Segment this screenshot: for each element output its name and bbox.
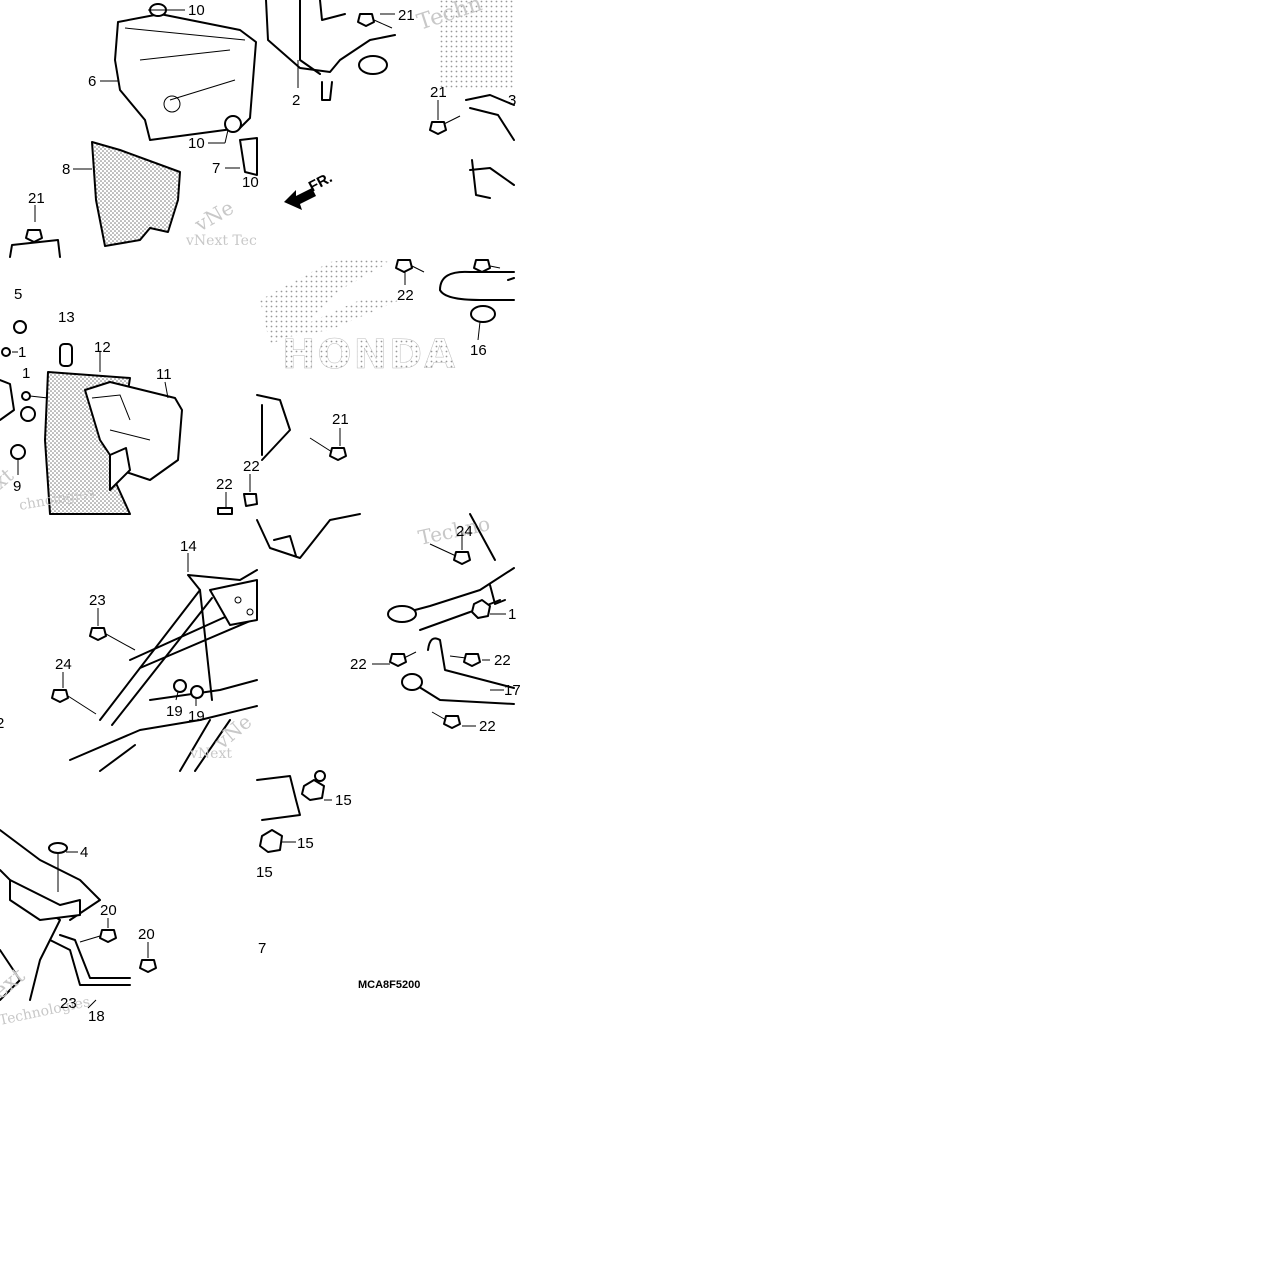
nut-10 bbox=[20, 406, 36, 422]
bolt-21-tile1 bbox=[25, 205, 43, 243]
callout-label: 14 bbox=[180, 538, 197, 555]
callout-label: 7 bbox=[258, 940, 266, 957]
callout-label: 21 bbox=[430, 84, 447, 101]
collar-19b bbox=[190, 685, 204, 699]
callout-label: 22 bbox=[350, 656, 367, 673]
bolt-23 bbox=[89, 627, 136, 651]
bolt-21-right bbox=[429, 115, 461, 135]
callout-label: 2 bbox=[292, 92, 300, 109]
bolt-22-rear-a bbox=[389, 651, 417, 667]
bolt-24-rear bbox=[429, 543, 471, 565]
callout-label: 22 bbox=[397, 287, 414, 304]
grommet-13 bbox=[59, 343, 73, 367]
callout-label: 20 bbox=[100, 902, 117, 919]
bolt-20b bbox=[139, 959, 157, 973]
callout-label: 23 bbox=[89, 592, 106, 609]
callout-label: 9 bbox=[13, 478, 21, 495]
callout-label: 15 bbox=[297, 835, 314, 852]
callout-label: 19 bbox=[188, 708, 205, 725]
callout-label: 1 bbox=[18, 344, 26, 361]
callout-label: 2 bbox=[0, 715, 4, 732]
callout-label: 12 bbox=[94, 339, 111, 356]
callout-label: 15 bbox=[335, 792, 352, 809]
callout-label: 21 bbox=[398, 7, 415, 24]
bolt-24-long bbox=[51, 689, 97, 715]
callout-label: 21 bbox=[28, 190, 45, 207]
nut-15b bbox=[259, 829, 283, 853]
callout-label: 13 bbox=[58, 309, 75, 326]
callout-label: 16 bbox=[470, 342, 487, 359]
rail-16-part bbox=[439, 270, 515, 291]
tile-honda-logo: HONDA bbox=[256, 258, 515, 461]
svg-text:vNext Tec: vNext Tec bbox=[185, 233, 257, 249]
tile-side-cover: vNext Tec vNe bbox=[9, 3, 258, 258]
bolt-22-a bbox=[395, 259, 425, 273]
callout-label: 24 bbox=[456, 523, 473, 540]
callout-label: 20 bbox=[138, 926, 155, 943]
bolt-21-mid bbox=[309, 437, 347, 461]
cover-11-part bbox=[84, 381, 183, 481]
callout-label: 17 bbox=[504, 682, 521, 699]
tile-nuts bbox=[256, 770, 332, 853]
svg-text:vNext: vNext bbox=[189, 746, 232, 762]
callout-label: 6 bbox=[88, 73, 96, 90]
callout-labels: 10 6 10 7 10 8 21 2 21 21 3 22 16 5 1 13… bbox=[0, 2, 521, 1025]
bolt-22-rear-c bbox=[431, 711, 461, 729]
tile-grab-rail: Techn bbox=[265, 0, 515, 210]
callout-label: 7 bbox=[212, 160, 220, 177]
svg-text:Technologies: Technologies bbox=[0, 994, 91, 1029]
callout-label: 18 bbox=[88, 1008, 105, 1025]
callout-label: 22 bbox=[216, 476, 233, 493]
callout-label: 22 bbox=[243, 458, 260, 475]
nut-9 bbox=[10, 444, 26, 460]
svg-text:vNe: vNe bbox=[190, 195, 238, 237]
callout-label: 22 bbox=[494, 652, 511, 669]
fastener-4 bbox=[48, 842, 68, 892]
callout-label: 8 bbox=[62, 161, 70, 178]
callout-label: 3 bbox=[508, 92, 516, 109]
front-direction-arrow bbox=[284, 188, 316, 210]
callout-label: 4 bbox=[80, 844, 88, 861]
bolt-21-top bbox=[357, 13, 393, 29]
callout-label: 21 bbox=[332, 411, 349, 428]
nut-1a bbox=[1, 347, 11, 357]
callout-label: 15 bbox=[256, 864, 273, 881]
bracket-plate bbox=[358, 55, 388, 75]
nut-1-rear bbox=[471, 599, 491, 619]
tile-rear-frame: Technologies ext bbox=[0, 829, 157, 1029]
callout-label: 11 bbox=[156, 366, 172, 383]
callout-label: 19 bbox=[166, 703, 183, 720]
tile-rear-rail: Techno bbox=[256, 511, 515, 729]
nut-15a bbox=[301, 779, 325, 801]
bolt-22-b bbox=[473, 259, 501, 273]
diagram-code: MCA8F5200 bbox=[358, 979, 420, 991]
grommet-10b bbox=[224, 115, 242, 133]
tile-frame: vNext vNe bbox=[51, 553, 258, 772]
callout-label: 23 bbox=[60, 995, 77, 1012]
bolt-20a bbox=[79, 929, 117, 943]
callout-label: 22 bbox=[479, 718, 496, 735]
callout-label: 1 bbox=[508, 606, 516, 623]
rail-17-part bbox=[427, 637, 515, 689]
bolt-22-rear-b bbox=[449, 653, 481, 667]
tile-tank-cover: chnologies xt bbox=[0, 320, 258, 515]
nut-1b bbox=[21, 391, 31, 401]
bracket-22a bbox=[387, 605, 417, 623]
inner-cover-part bbox=[239, 137, 258, 176]
callout-label: 10 bbox=[242, 174, 259, 191]
collar-19a bbox=[173, 679, 187, 693]
callout-label: 10 bbox=[188, 135, 205, 152]
callout-label: 10 bbox=[188, 2, 205, 19]
svg-text:ext: ext bbox=[0, 963, 30, 1004]
callout-label: 24 bbox=[55, 656, 72, 673]
svg-text:HONDA: HONDA bbox=[282, 332, 457, 378]
nut-5 bbox=[13, 320, 27, 334]
callout-label: 5 bbox=[14, 286, 22, 303]
callout-label: 1 bbox=[22, 365, 30, 382]
honda-wing-logo: HONDA bbox=[260, 258, 457, 378]
svg-text:Techno: Techno bbox=[416, 511, 492, 550]
heat-pad-part bbox=[91, 141, 181, 247]
